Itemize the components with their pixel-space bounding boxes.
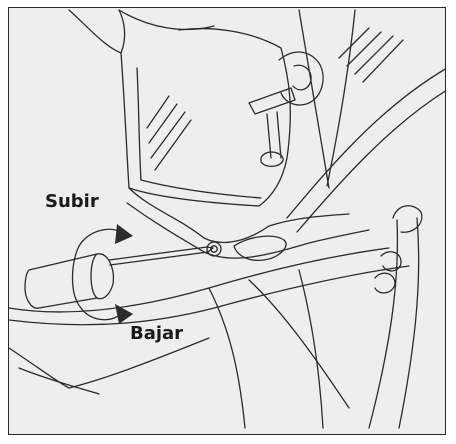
panel-line-2 [9, 266, 409, 325]
arrow-up-head [115, 224, 133, 244]
hatch-2 [149, 104, 177, 143]
screwdriver-handle-cap [91, 254, 97, 298]
headlight-inner-left [137, 68, 141, 180]
lower-cowl-2 [127, 203, 369, 258]
fork-tube-left [369, 220, 397, 428]
illustration-frame: Subir Bajar [8, 7, 446, 435]
fork-outer-right [327, 10, 355, 186]
panel-line-3 [9, 338, 209, 388]
fairing-edge-top-left [69, 10, 125, 53]
body-lower-2 [249, 280, 349, 408]
screwdriver-handle [25, 254, 113, 308]
mount-post [267, 112, 281, 158]
mount-nut [261, 152, 283, 166]
body-lower-1 [209, 288, 245, 428]
body-diagonal-2 [297, 90, 446, 232]
arrow-ring-left [73, 246, 82, 308]
lower-label: Bajar [130, 325, 183, 343]
panel-line-4 [19, 368, 99, 394]
fork-outer-left [299, 10, 329, 188]
body-lower-3 [299, 270, 323, 428]
motorcycle-line-drawing [9, 8, 446, 435]
raise-label: Subir [45, 193, 99, 211]
fork-tube-right [399, 218, 419, 428]
hatch-right-3 [355, 36, 393, 74]
fairing-edge-top [119, 10, 214, 29]
hatch-right-1 [339, 28, 369, 58]
mount-bracket [279, 52, 323, 105]
arrow-ring-top [79, 229, 121, 246]
body-diagonal-1 [287, 68, 446, 218]
headlight-housing [121, 29, 290, 206]
adjuster-screw-hole [207, 242, 221, 256]
hatch-1 [147, 96, 169, 128]
fork-bolt-2 [375, 273, 395, 293]
